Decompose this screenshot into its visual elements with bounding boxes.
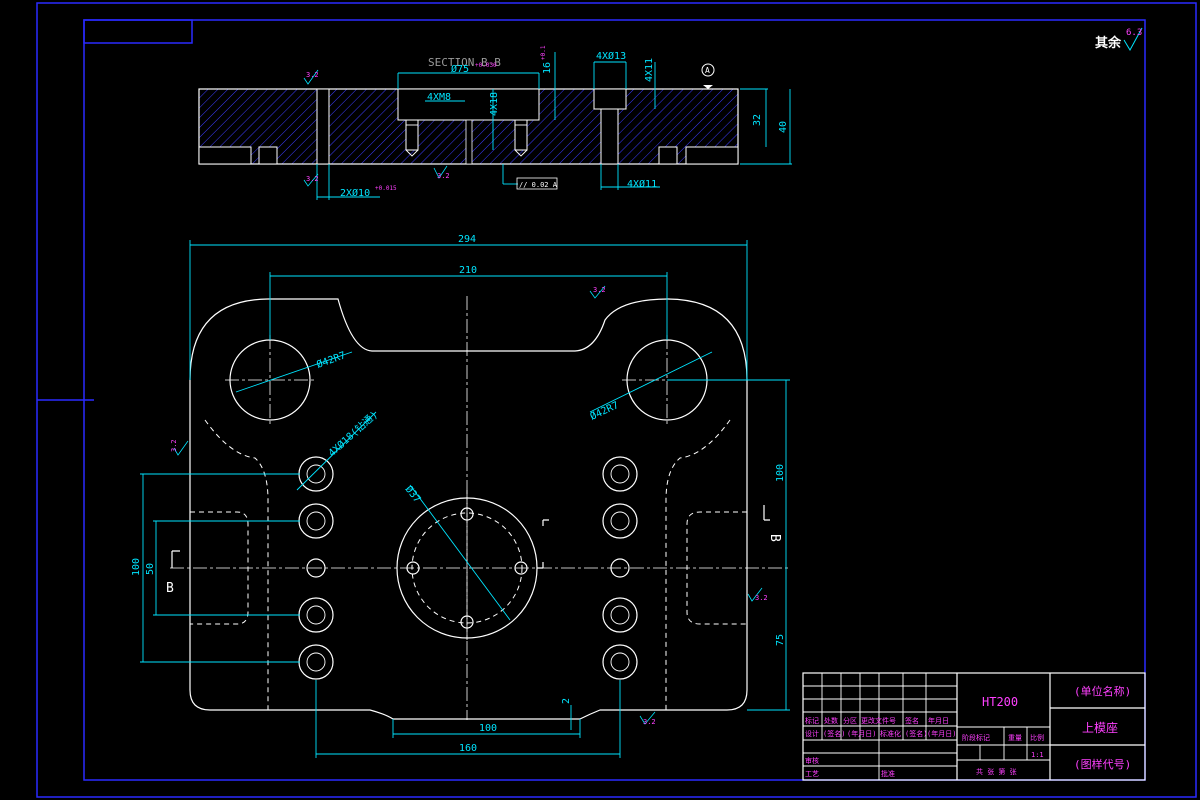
dim-160: 160: [459, 743, 477, 754]
flatness-frame: [516, 177, 558, 190]
flatness-callout: // 0.02 A: [519, 181, 558, 189]
dim-100-right: 100: [775, 464, 786, 482]
dim-depth16-tol: +0.1: [540, 45, 547, 60]
rough-symbol-icon: [1123, 27, 1143, 52]
section-mark-right: B: [767, 534, 782, 542]
dim-4xm8: 4XM8: [427, 92, 451, 103]
tb-r2-c5: (签名): [905, 729, 927, 738]
drawing-number: (图样代号): [1074, 757, 1131, 771]
ra-label-3: 3.2: [437, 172, 450, 180]
ra-label-top: 3.2: [593, 286, 606, 294]
dim-4x18-holes: 4XØ18(钻通): [325, 408, 380, 459]
rough-icon-left: [173, 440, 189, 456]
rough-icon-bottom: [639, 711, 656, 725]
dim-height40: 40: [778, 121, 789, 133]
dim-4x13: 4XØ13: [596, 50, 626, 62]
rough-icon-1: [303, 69, 319, 85]
tb-scale-value: 1:1: [1031, 751, 1044, 759]
dim-4x11: 4XØ11: [627, 178, 657, 190]
dim-d42-left: Ø42R7: [315, 349, 347, 371]
company-name: (单位名称): [1074, 684, 1131, 698]
dim-100-left: 100: [131, 558, 142, 576]
dim-d37: Ø37: [403, 483, 424, 505]
dim-height32: 32: [752, 114, 763, 126]
rough-note-label: 其余: [1095, 35, 1122, 51]
ra-label-right: 3.2: [755, 594, 768, 602]
tb-r1-c3: 分区: [843, 716, 857, 725]
dim-294: 294: [458, 234, 476, 245]
corner-box: [83, 19, 193, 44]
dim-d42-right: Ø42R7: [588, 399, 620, 423]
dim-50: 50: [145, 563, 156, 575]
dim-2x10-tol: +0.015: [375, 185, 397, 192]
ra-label-1: 3.2: [306, 71, 319, 79]
dim-d75: Ø75: [451, 63, 469, 75]
dim-75: 75: [775, 634, 786, 646]
tb-weight-label: 重量: [1008, 734, 1022, 742]
tb-stage-label: 阶段标记: [962, 733, 990, 742]
material: HT200: [982, 695, 1018, 709]
part-name: 上模座: [1082, 720, 1118, 735]
rough-icon-right: [747, 587, 763, 602]
title-block: [802, 672, 1146, 781]
plan-view: [140, 240, 790, 758]
tb-r2-c4: 标准化: [880, 729, 901, 738]
rough-icon-3: [433, 165, 448, 179]
tb-r3-c1: 审核: [805, 756, 819, 765]
tb-r2-c1: 设计: [805, 729, 819, 738]
section-title: SECTION B-B: [428, 56, 501, 69]
tb-scale-label: 比例: [1030, 733, 1044, 742]
datum-circle: [701, 63, 715, 77]
dim-2x10: 2XØ10: [340, 187, 370, 199]
dim-4x11-depth: 4X11: [644, 58, 655, 82]
rough-icon-2: [303, 173, 319, 187]
dim-4x18-depth: 4X18: [489, 92, 500, 116]
dim-210: 210: [459, 265, 477, 276]
datum-label: A: [705, 66, 710, 75]
dim-depth2: 2: [561, 698, 572, 704]
tb-r1-c6: 年月日: [928, 716, 949, 725]
tb-r2-c2: (签名): [823, 729, 845, 738]
rough-icon-top: [589, 285, 606, 299]
tb-r1-c4: 更改文件号: [861, 716, 896, 725]
datum-triangle-icon: [703, 85, 713, 89]
ra-label-left: 3.2: [170, 439, 178, 452]
tb-r4-c1: 工艺: [805, 770, 819, 778]
rough-note-value: 6.3: [1126, 28, 1142, 38]
tb-r1-c5: 签名: [905, 716, 919, 725]
tb-r2-c3: (年月日): [847, 729, 876, 738]
dim-depth16: 16: [542, 62, 553, 74]
section-view: [198, 52, 792, 200]
tb-r1-c2: 处数: [824, 716, 838, 725]
dim-100-bottom: 100: [479, 723, 497, 734]
ra-label-2: 3.2: [306, 175, 319, 183]
ra-label-bottom: 3.2: [643, 718, 656, 726]
tb-r2-c6: (年月日): [927, 729, 956, 738]
tb-r4-c2: 批准: [881, 769, 895, 778]
section-mark-left: B: [166, 581, 174, 596]
tb-sheets: 共 张 第 张: [976, 767, 1017, 776]
tb-r1-c1: 标记: [805, 716, 819, 725]
dim-d75-tol: +0.030: [475, 62, 497, 69]
